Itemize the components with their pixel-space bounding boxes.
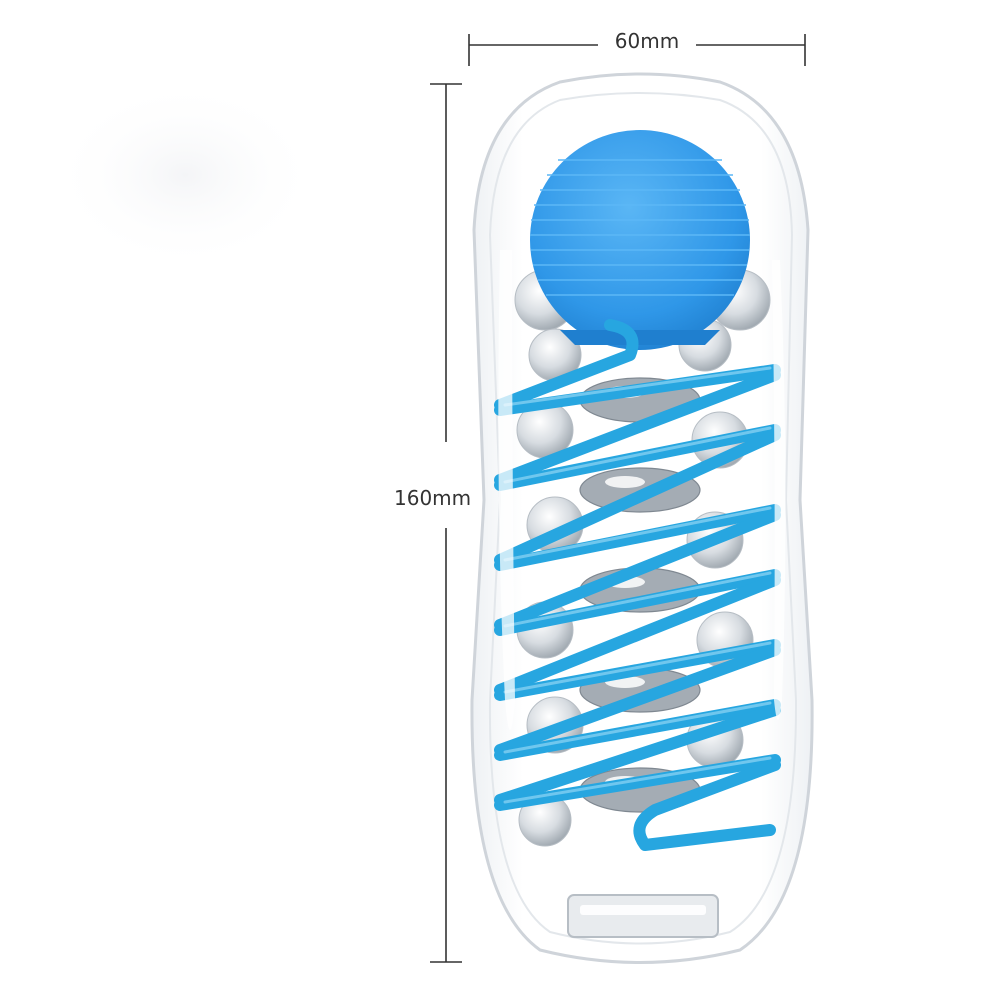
case-highlights: [498, 250, 786, 730]
case-inner-outline: [488, 92, 798, 945]
bottom-cap: [567, 894, 719, 938]
blue-spiral: [494, 319, 781, 851]
height-dimension-label: 160mm: [394, 486, 472, 510]
height-dimension-line: [430, 83, 462, 963]
blue-ball: [530, 130, 750, 350]
background-blur: [50, 80, 320, 270]
width-dimension-label: 60mm: [598, 31, 696, 51]
spiral-highlight: [503, 366, 772, 804]
